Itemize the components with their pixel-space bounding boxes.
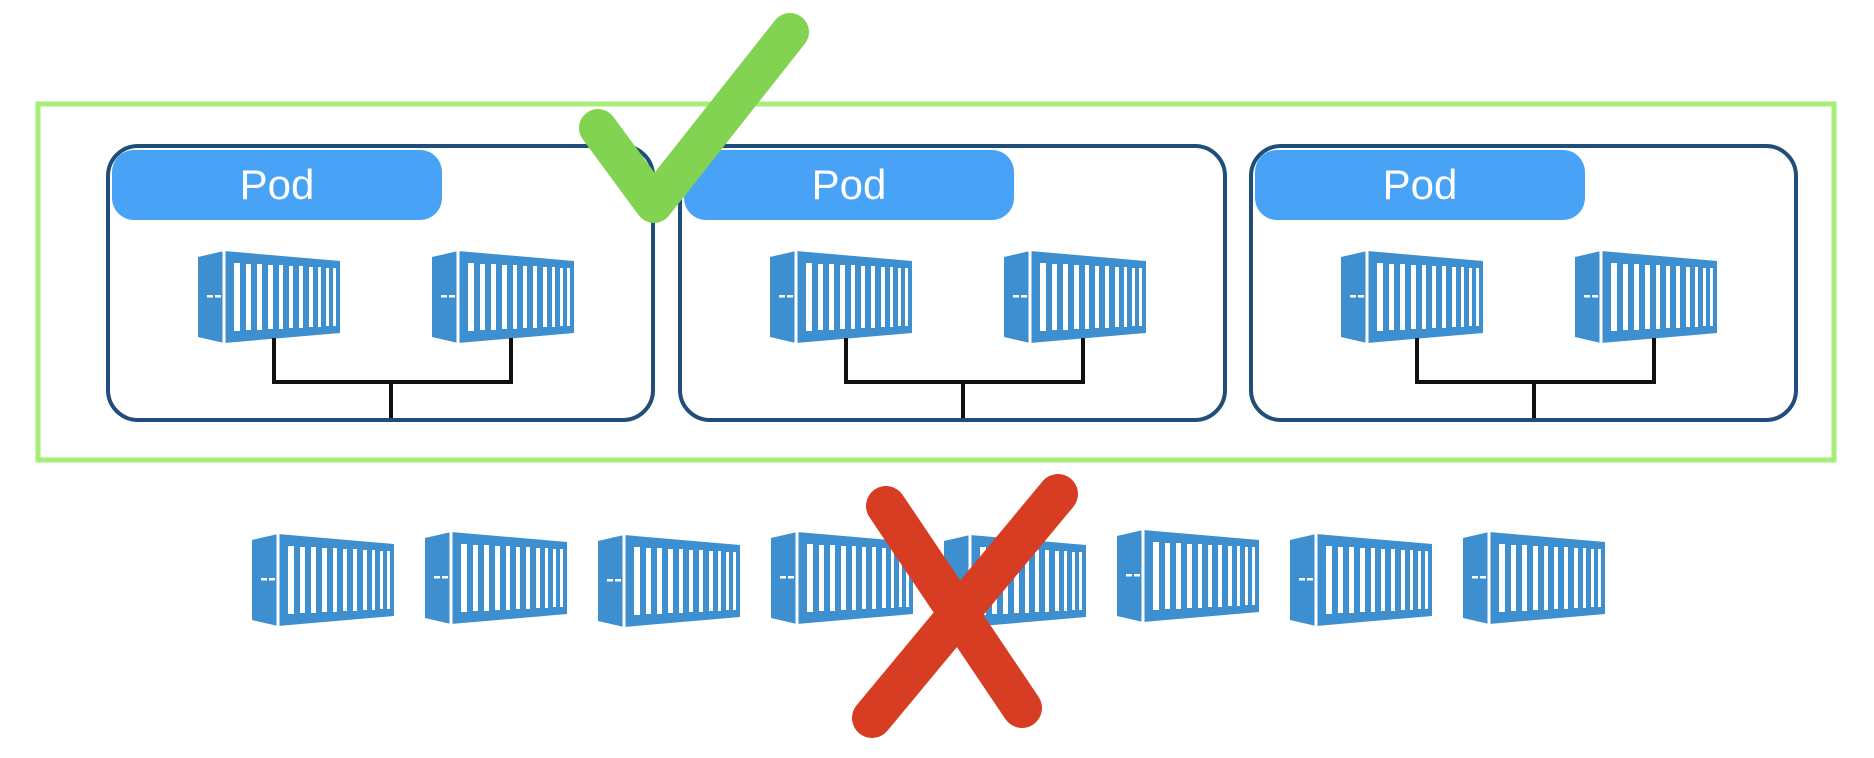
loose-container [596, 533, 742, 629]
pod-label: Pod [1383, 161, 1458, 208]
pod-label: Pod [240, 161, 315, 208]
pod-3: Pod [1249, 144, 1798, 422]
pod-label-bg [112, 150, 442, 220]
pod-2: Pod [678, 144, 1227, 422]
loose-container [1288, 532, 1434, 628]
pod-label: Pod [812, 161, 887, 208]
pod-group-frame [35, 101, 1837, 463]
loose-container [1115, 528, 1261, 624]
pod-connector [844, 338, 1085, 418]
loose-container [250, 532, 396, 628]
pod-container [1573, 249, 1719, 345]
pod-connector [272, 338, 513, 418]
pod-container [768, 249, 914, 345]
x-mark-icon [852, 474, 1078, 738]
pod-label-bg [1255, 150, 1585, 220]
pod-container [430, 249, 576, 345]
pod-container [1339, 249, 1485, 345]
loose-container [423, 530, 569, 626]
pod-container [1002, 249, 1148, 345]
loose-container [1461, 530, 1607, 626]
pod-container [196, 249, 342, 345]
pod-connector [1415, 338, 1656, 418]
pod-label-bg [684, 150, 1014, 220]
check-mark-icon [579, 13, 809, 223]
pod-1: Pod [106, 144, 655, 422]
